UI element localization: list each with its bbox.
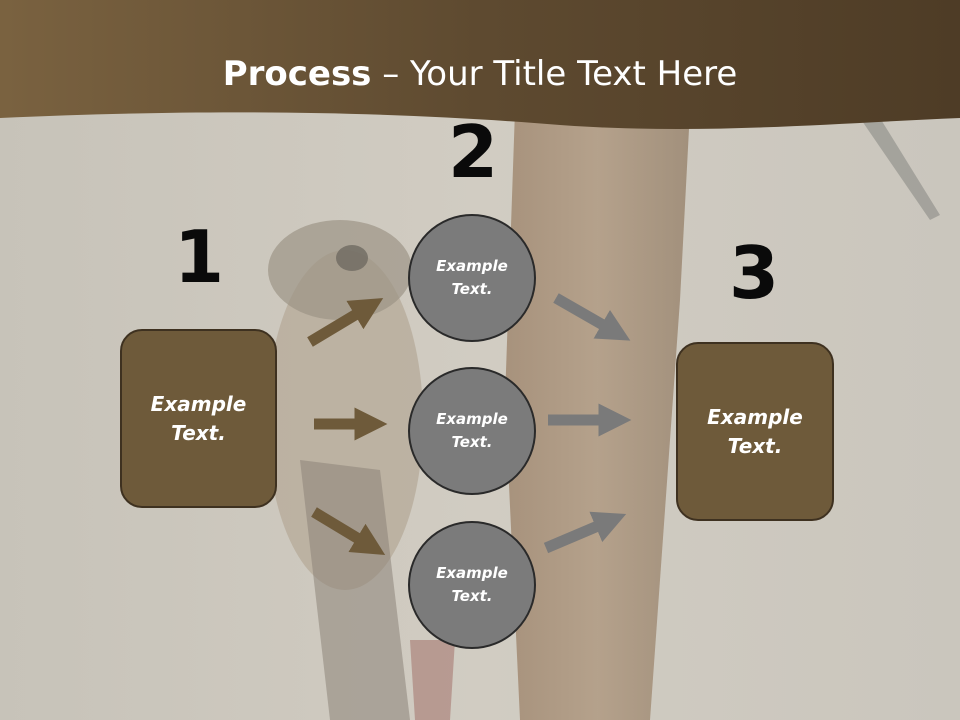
left-box-line1: Example <box>150 391 247 416</box>
right-box-line1: Example <box>707 404 803 429</box>
left-process-box: Example Text. <box>120 329 277 508</box>
circle-middle-line1: Example <box>436 410 508 428</box>
page-title: Process – Your Title Text Here <box>0 52 960 96</box>
right-process-box: Example Text. <box>676 342 834 521</box>
step-number-1: 1 <box>173 215 225 299</box>
arrow-top-to-right <box>553 293 631 341</box>
arrow-left-to-top <box>307 298 384 347</box>
circle-middle-line2: Text. <box>451 433 493 451</box>
arrow-bottom-to-right <box>543 511 627 554</box>
process-circle-top: Example Text. <box>408 214 536 342</box>
process-circle-middle: Example Text. <box>408 367 536 495</box>
step-number-2: 2 <box>447 110 499 194</box>
circle-bottom-line2: Text. <box>451 587 493 605</box>
title-bold: Process <box>222 54 372 94</box>
right-box-line2: Text. <box>727 433 783 458</box>
circle-bottom-line1: Example <box>436 564 508 582</box>
circle-top-line1: Example <box>436 257 508 275</box>
arrow-left-to-bottom <box>311 507 386 555</box>
process-circle-bottom: Example Text. <box>408 521 536 649</box>
left-box-line2: Text. <box>171 420 226 445</box>
step-number-3: 3 <box>728 231 780 315</box>
title-rest: – Your Title Text Here <box>371 54 738 94</box>
circle-top-line2: Text. <box>451 280 493 298</box>
